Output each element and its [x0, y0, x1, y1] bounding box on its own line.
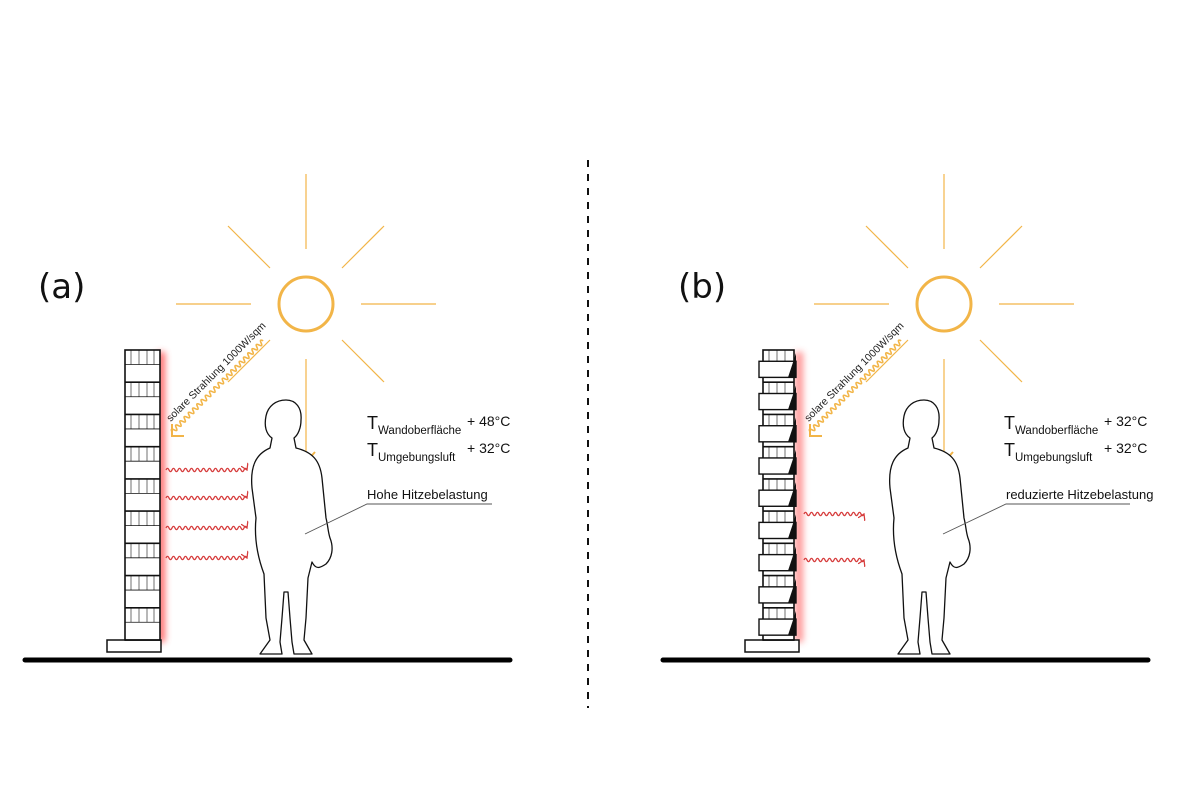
temp-symbol: T	[1004, 413, 1015, 433]
radiation-label: solare Strahlung 1000W/sqm	[802, 320, 906, 424]
heat-radiation-arrow	[803, 511, 864, 515]
sun-ray	[979, 225, 1023, 269]
wall-shadow	[788, 353, 796, 378]
annotation-leader-line	[304, 503, 492, 535]
wall-shadow	[788, 546, 796, 571]
radiation-arrowhead	[171, 424, 184, 437]
temp-value: + 32°C	[1104, 440, 1148, 456]
temp-value: + 32°C	[467, 440, 511, 456]
sun-ray	[865, 225, 909, 269]
temp-symbol: T	[1004, 440, 1015, 460]
wall-heat-glow	[795, 352, 803, 642]
wall-base	[744, 639, 800, 653]
wall-shadow	[788, 385, 796, 410]
wall-heat-glow	[157, 352, 165, 642]
heat-radiation-arrow	[165, 468, 247, 473]
wall-shadow	[788, 449, 796, 475]
sun-ray	[865, 339, 909, 383]
temp-subscript: Wandoberfläche	[1015, 425, 1099, 437]
wall-shadow	[788, 482, 796, 507]
temp-subscript: Umgebungsluft	[1015, 452, 1093, 464]
radiation-wave	[808, 339, 902, 433]
sun-icon	[915, 275, 973, 333]
panel-a-wall-temp: TWandoberfläche + 48°C	[367, 413, 510, 437]
temp-value: + 32°C	[1104, 413, 1148, 429]
panel-b-wall-temp: TWandoberfläche + 32°C	[1004, 413, 1147, 437]
panel-a-air-temp: TUmgebungsluft + 32°C	[367, 440, 510, 464]
radiation-arrowhead	[809, 424, 822, 437]
sun-ray	[341, 225, 385, 269]
person-silhouette	[888, 399, 971, 655]
sun-ray	[227, 225, 271, 269]
temp-subscript: Umgebungsluft	[378, 452, 456, 464]
radiation-label: solare Strahlung 1000W/sqm	[164, 320, 268, 424]
heat-radiation-arrow	[165, 526, 247, 531]
sun-ray	[227, 339, 271, 383]
sun-ray	[979, 339, 1023, 383]
panel-b-air-temp: TUmgebungsluft + 32°C	[1004, 440, 1147, 464]
wall-shadow	[788, 611, 796, 636]
sun-ray	[341, 339, 385, 383]
wall-base	[106, 639, 162, 653]
temp-symbol: T	[367, 440, 378, 460]
radiation-ray: solare Strahlung 1000W/sqm	[802, 320, 907, 433]
wall-shadow	[788, 578, 796, 603]
wall-shadow	[788, 417, 796, 442]
heat-radiation-arrow	[165, 496, 247, 501]
sun-icon	[277, 275, 335, 333]
panel-a-annotation: Hohe Hitzebelastung	[367, 487, 488, 502]
temp-symbol: T	[367, 413, 378, 433]
radiation-wave	[170, 339, 264, 433]
radiation-ray: solare Strahlung 1000W/sqm	[164, 320, 269, 433]
temp-subscript: Wandoberfläche	[378, 425, 462, 437]
panel-b-annotation: reduzierte Hitzebelastung	[1006, 487, 1154, 502]
temp-value: + 48°C	[467, 413, 511, 429]
person-silhouette	[250, 399, 333, 655]
wall-shadow	[788, 514, 796, 539]
wall	[124, 349, 161, 641]
heat-radiation-arrow	[803, 557, 864, 561]
annotation-leader-line	[942, 503, 1130, 535]
panel-b-label: (b)	[678, 267, 727, 307]
panel-a-label: (a)	[38, 267, 86, 307]
wall	[758, 349, 797, 641]
heat-radiation-arrow	[165, 556, 247, 561]
wall-outline	[124, 349, 161, 641]
